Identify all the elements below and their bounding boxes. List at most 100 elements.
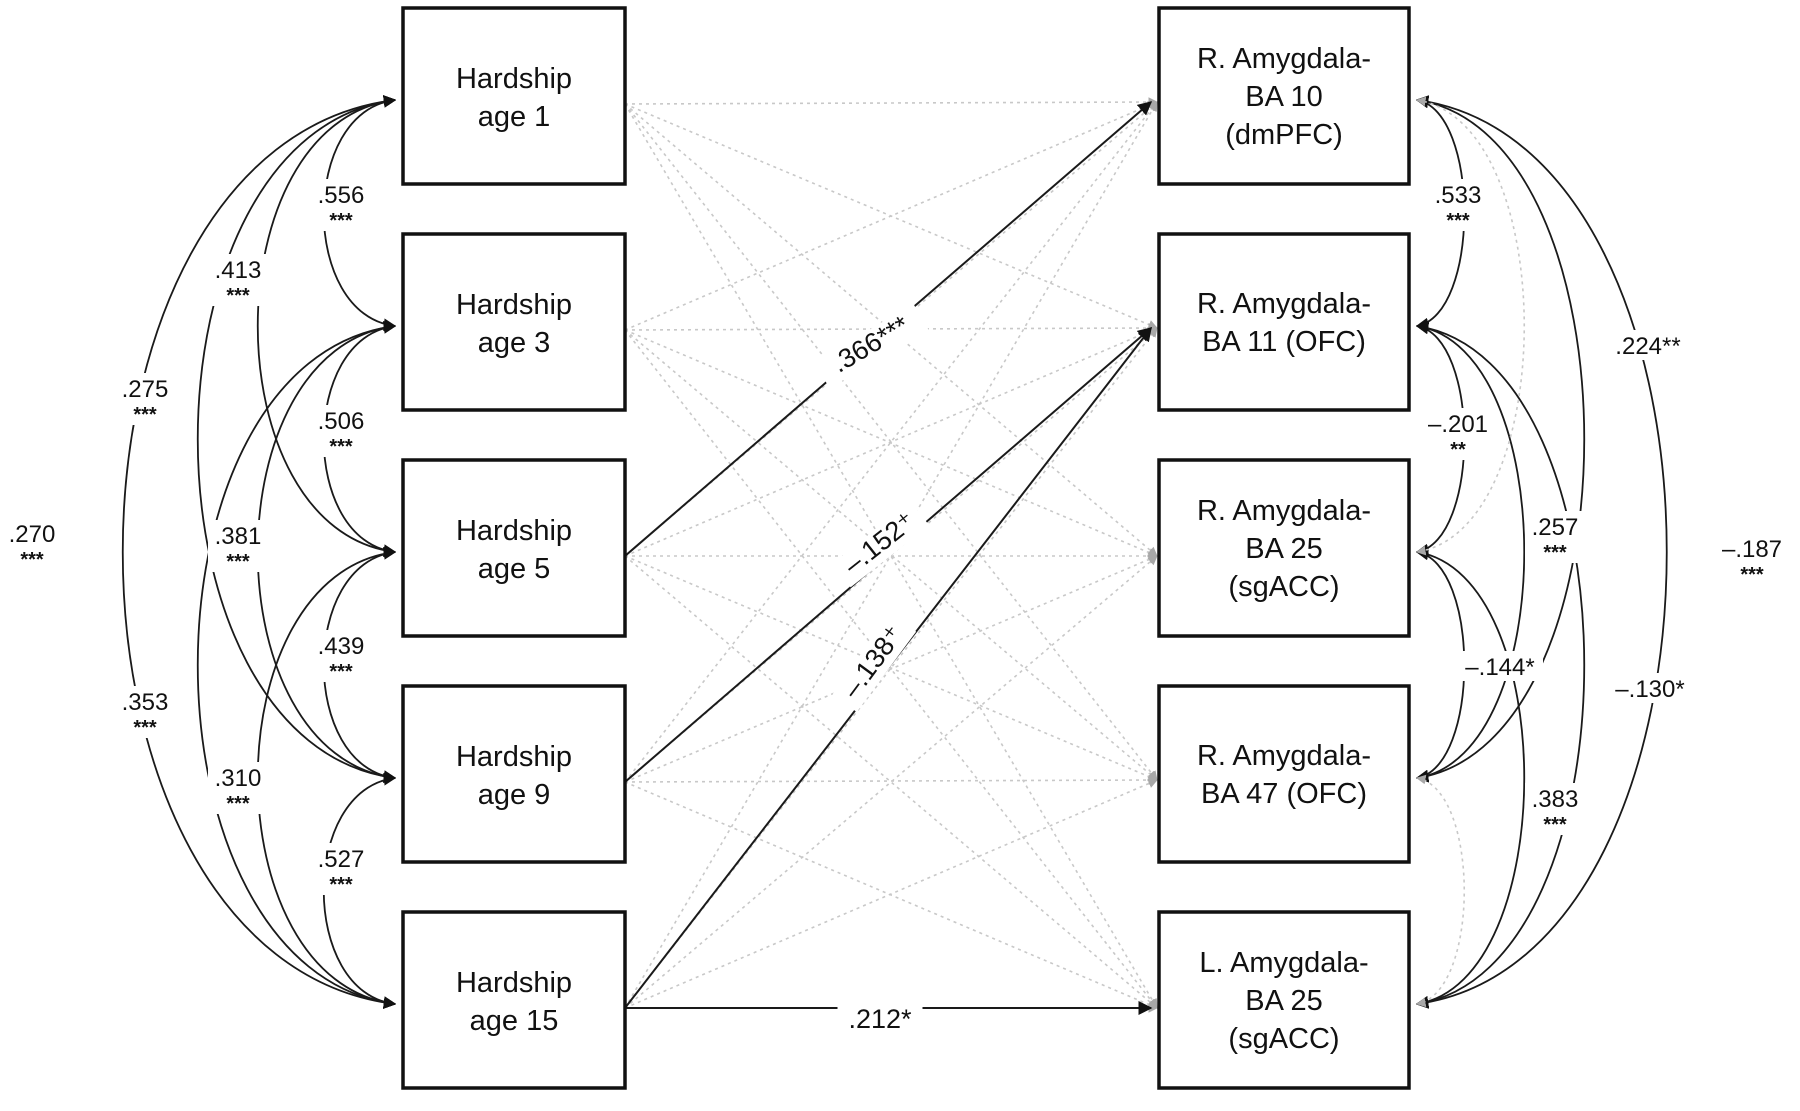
node-label: age 3	[478, 327, 551, 359]
covariance-value: .270	[9, 521, 56, 548]
label-background	[1607, 673, 1693, 703]
covariance-arc	[1415, 321, 1526, 783]
node-label: age 5	[478, 553, 551, 585]
covariance-value: .383	[1532, 786, 1579, 813]
hardship-box	[401, 6, 627, 186]
covariance-value: .257	[1532, 514, 1579, 541]
node-label: Hardship	[456, 515, 572, 547]
covariance-value: –.187	[1722, 536, 1782, 563]
covariance-value-stars: ***	[20, 549, 44, 571]
label-background	[208, 762, 268, 814]
covariance-value-stars: ***	[329, 436, 353, 458]
covariance-value-stars: **	[1450, 439, 1466, 461]
label-background	[311, 405, 371, 457]
label-background	[1525, 511, 1585, 563]
label-background	[1525, 783, 1585, 835]
nonsignificant-covariance-arc	[1416, 96, 1525, 556]
covariance-arc	[121, 95, 397, 1009]
dotted-path	[624, 103, 1158, 781]
path-coefficient-text: .212*	[848, 1004, 912, 1034]
covariance-value: .413	[215, 257, 262, 284]
covariance-arc	[1415, 95, 1668, 1009]
node-label: Hardship	[456, 967, 572, 999]
covariance-value: .527	[318, 846, 365, 873]
dotted-path	[624, 775, 1158, 785]
covariance-value-stars: ***	[1446, 210, 1470, 232]
node-label: BA 10	[1245, 81, 1322, 113]
node-label: Hardship	[456, 289, 572, 321]
node-label: BA 47 (OFC)	[1201, 778, 1367, 810]
label-background	[2, 518, 62, 570]
label-background	[814, 303, 929, 389]
label-background	[208, 520, 268, 572]
dotted-path	[624, 781, 1158, 1010]
dotted-path	[624, 555, 1158, 1009]
covariance-arc	[196, 321, 397, 1009]
node-label: age 1	[478, 101, 551, 133]
hardship-box	[401, 910, 627, 1090]
dotted-path	[624, 101, 1158, 557]
covariance-arc	[1415, 321, 1585, 1009]
path-coefficient-text: –.152⁺	[838, 506, 921, 580]
nonsignificant-covariance-arc	[1416, 774, 1465, 1008]
node-label: BA 25	[1245, 533, 1322, 565]
covariance-value-stars: ***	[329, 661, 353, 683]
dotted-path	[624, 326, 1158, 557]
covariance-value-stars: ***	[329, 874, 353, 896]
node-label: R. Amygdala-	[1197, 43, 1371, 75]
node-label: BA 25	[1245, 985, 1322, 1017]
dotted-path	[624, 554, 1158, 783]
covariance-value-stars: ***	[133, 404, 157, 426]
covariance-value-stars: ***	[226, 285, 250, 307]
path-coefficient-text: –.138⁺	[836, 620, 909, 704]
label-background	[115, 373, 175, 425]
covariance-value: .353	[122, 689, 169, 716]
label-background	[311, 843, 371, 895]
dotted-path	[624, 329, 1158, 558]
amygdala-box	[1157, 910, 1411, 1090]
label-background	[1428, 179, 1488, 231]
covariance-arc	[1415, 547, 1526, 1009]
covariance-value: –.130*	[1615, 676, 1684, 703]
path-coefficient: .212*	[837, 1004, 923, 1036]
covariance-value-stars: ***	[226, 551, 250, 573]
covariance-value: .381	[215, 523, 262, 550]
dotted-path	[624, 555, 1158, 782]
node-label: (sgACC)	[1228, 571, 1339, 603]
covariance-value-stars: ***	[1543, 542, 1567, 564]
covariance-value-stars: ***	[329, 210, 353, 232]
label-background	[115, 686, 175, 738]
covariance-value-stars: ***	[1543, 814, 1567, 836]
node-label: R. Amygdala-	[1197, 288, 1371, 320]
amygdala-box	[1157, 6, 1411, 186]
dotted-path	[624, 100, 1158, 331]
covariance-value-stars: ***	[1740, 564, 1764, 586]
path-coefficient: –.138⁺	[832, 613, 917, 712]
node-label: R. Amygdala-	[1197, 495, 1371, 527]
node-label: age 9	[478, 779, 551, 811]
covariance-value: .275	[122, 376, 169, 403]
dotted-path	[624, 778, 1158, 1009]
covariance-value: .439	[318, 633, 365, 660]
amygdala-box	[1157, 232, 1411, 412]
label-background	[1715, 533, 1789, 585]
covariance-value-stars: ***	[226, 793, 250, 815]
covariance-value: .506	[318, 408, 365, 435]
node-label: Hardship	[456, 741, 572, 773]
label-background	[832, 613, 917, 712]
dotted-path	[624, 327, 1158, 783]
dotted-path	[624, 97, 1158, 107]
covariance-value-stars: ***	[133, 717, 157, 739]
node-label: R. Amygdala-	[1197, 740, 1371, 772]
nodes: Hardship age 1 Hardship age 3 Hardship age 5 H…	[401, 6, 1411, 1090]
covariance-value: .310	[215, 765, 262, 792]
label-background	[311, 179, 371, 231]
coefficient-labels: .556***.413***.275***.270***.506***.381*…	[2, 179, 1789, 1036]
node-label: (sgACC)	[1228, 1023, 1339, 1055]
path-coefficient: .366***	[814, 303, 929, 389]
hardship-box	[401, 232, 627, 412]
node-label: age 15	[470, 1005, 559, 1037]
label-background	[837, 1006, 923, 1036]
covariance-arc	[1415, 95, 1585, 783]
